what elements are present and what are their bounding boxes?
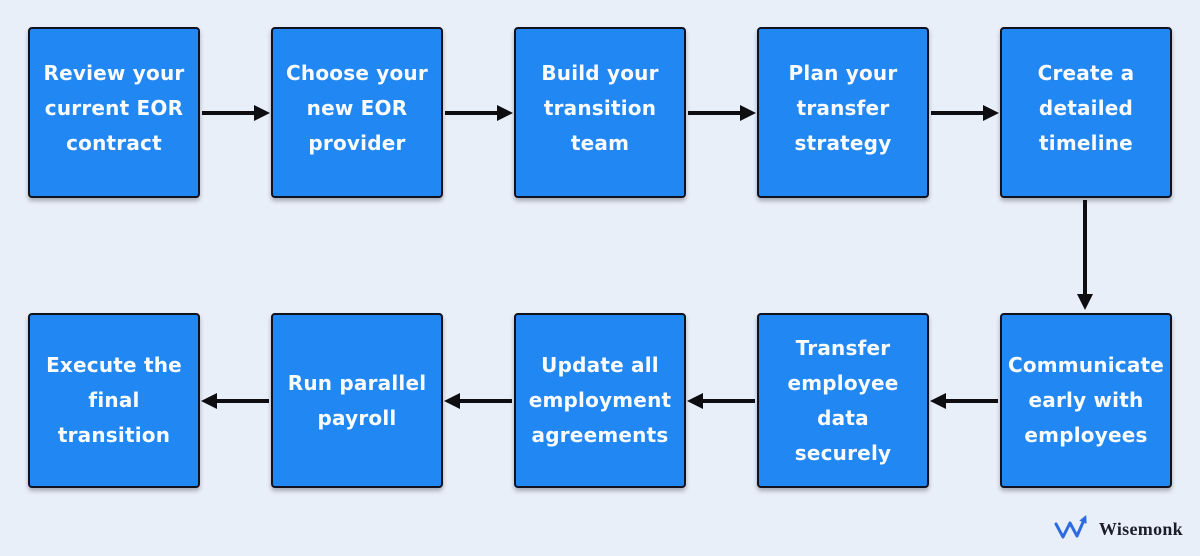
arrow-left-icon xyxy=(687,393,755,409)
step-label: Choose your new EOR provider xyxy=(286,61,428,155)
step-label: Create a detailed timeline xyxy=(1037,61,1135,155)
step-label: Build your transition team xyxy=(541,61,659,155)
step-box-communicate-with-employees: Communicate early with employees xyxy=(1000,313,1172,488)
step-box-update-employment-agreements: Update all employment agreements xyxy=(514,313,686,488)
step-label: Update all employment agreements xyxy=(528,353,672,447)
step-box-create-detailed-timeline: Create a detailed timeline xyxy=(1000,27,1172,198)
arrow-right-icon xyxy=(688,105,756,121)
arrow-left-icon xyxy=(930,393,998,409)
step-box-build-transition-team: Build your transition team xyxy=(514,27,686,198)
wisemonk-logo: Wisemonk xyxy=(1053,513,1183,545)
logo-text: Wisemonk xyxy=(1098,518,1183,539)
arrow-down-icon xyxy=(1077,200,1093,310)
step-box-review-eor-contract: Review your current EOR contract xyxy=(28,27,200,198)
step-label: Review your current EOR contract xyxy=(43,61,185,155)
step-label: Communicate early with employees xyxy=(1007,353,1165,447)
arrow-left-icon xyxy=(201,393,269,409)
step-box-plan-transfer-strategy: Plan your transfer strategy xyxy=(757,27,929,198)
step-box-execute-final-transition: Execute the final transition xyxy=(28,313,200,488)
arrow-right-icon xyxy=(445,105,513,121)
step-label: Run parallel payroll xyxy=(287,370,427,430)
wave-arrow-icon xyxy=(1054,514,1087,539)
arrow-right-icon xyxy=(202,105,270,121)
step-box-choose-eor-provider: Choose your new EOR provider xyxy=(271,27,443,198)
step-box-transfer-employee-data: Transfer employee data securely xyxy=(757,313,929,488)
step-box-run-parallel-payroll: Run parallel payroll xyxy=(271,313,443,488)
step-label: Transfer employee data securely xyxy=(787,335,899,465)
step-label: Execute the final transition xyxy=(46,353,182,447)
arrow-right-icon xyxy=(931,105,999,121)
arrow-left-icon xyxy=(444,393,512,409)
step-label: Plan your transfer strategy xyxy=(788,61,898,155)
